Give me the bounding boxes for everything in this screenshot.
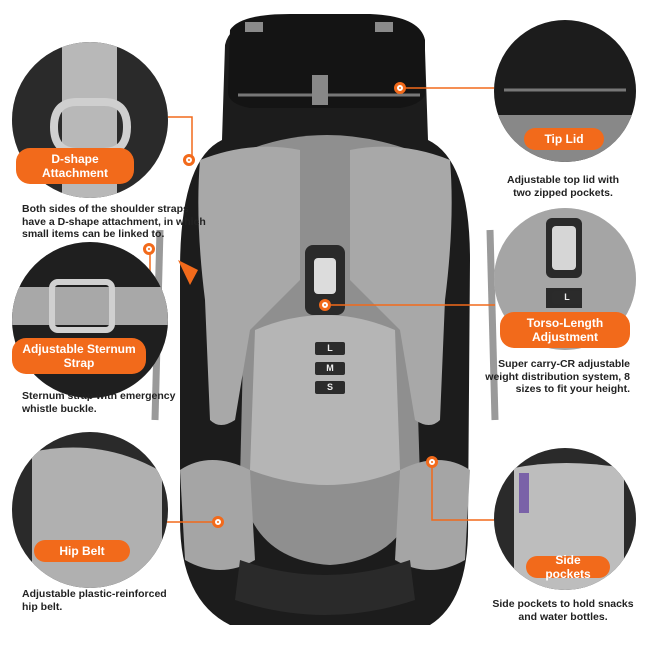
d-shape-title: D-shape Attachment: [16, 148, 134, 184]
hip-belt-marker: [212, 516, 224, 528]
torso-size-m: M: [315, 362, 345, 375]
tip-lid-marker: [394, 82, 406, 94]
hip-belt-title: Hip Belt: [34, 540, 130, 562]
hip-belt-caption: Adjustable plastic-reinforced hip belt.: [22, 588, 167, 613]
side-pocket-marker: [426, 456, 438, 468]
torso-title: Torso-Length Adjustment: [500, 312, 630, 348]
sternum-marker: [143, 243, 155, 255]
d-shape-marker: [183, 154, 195, 166]
tip-lid-title: Tip Lid: [524, 128, 604, 150]
side-pockets-caption: Side pockets to hold snacks and water bo…: [492, 598, 634, 623]
hip-belt-zoom-image: [12, 432, 168, 588]
sternum-caption: Sternum strap with emergency whistle buc…: [22, 390, 176, 415]
d-shape-caption: Both sides of the shoulder straps have a…: [22, 203, 206, 240]
side-pockets-title: Side pockets: [526, 553, 610, 581]
torso-marker: [319, 299, 331, 311]
tip-lid-caption: Adjustable top lid with two zipped pocke…: [507, 174, 619, 199]
torso-caption: Super carry-CR adjustable weight distrib…: [485, 358, 630, 395]
torso-size-l: L: [315, 342, 345, 355]
sternum-title: Adjustable Sternum Strap: [12, 338, 146, 374]
torso-zoom-size-label: L: [552, 291, 582, 304]
sternum-zoom-image: [12, 242, 168, 398]
torso-size-s: S: [315, 381, 345, 394]
